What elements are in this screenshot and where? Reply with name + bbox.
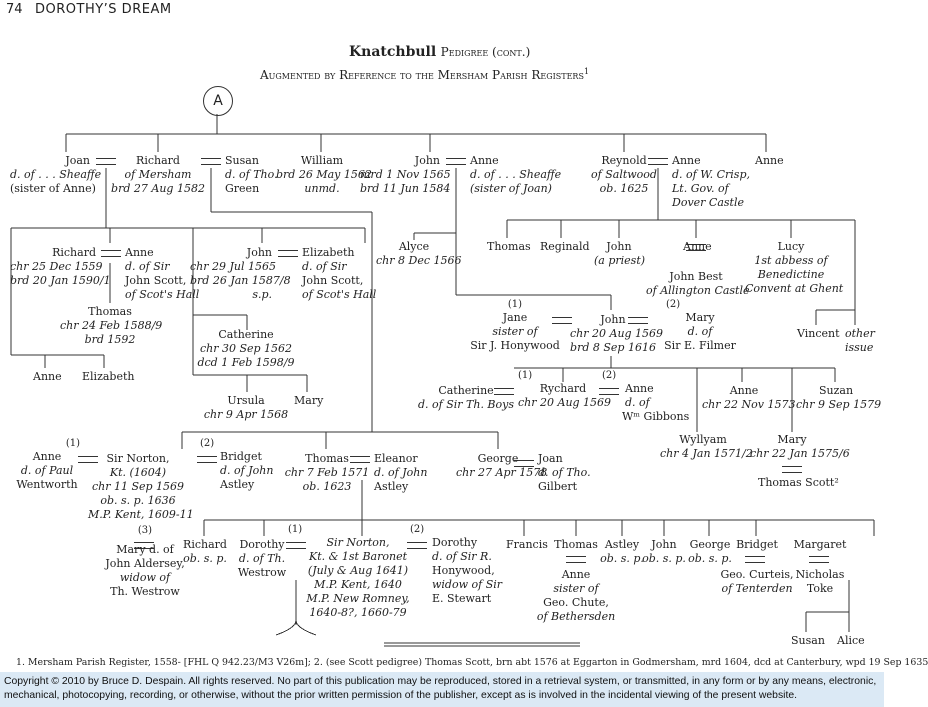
person-anne-gen1: Anne	[755, 154, 784, 167]
marriage-sign	[101, 250, 121, 257]
person-john-priest: John(a priest)	[594, 240, 646, 267]
marriage-sign	[446, 158, 466, 165]
person-anne-gen3: Anne	[33, 370, 62, 383]
marriage-sign	[286, 542, 306, 549]
marriage-sign	[514, 460, 534, 467]
person-reginald: Reginald	[540, 240, 590, 253]
person-thomas-scott: Thomas Scott²	[758, 476, 839, 489]
marriage-sign	[782, 466, 802, 473]
pedigree-anchor-circle: A	[203, 86, 233, 116]
person-vincent: Vincent	[797, 327, 840, 340]
marriage-sign	[201, 158, 221, 165]
page-subtitle: Augmented by Reference to the Mersham Pa…	[260, 67, 590, 82]
marriage-sign	[809, 556, 829, 563]
marriage-sign	[552, 317, 572, 324]
marriage-sign	[648, 158, 668, 165]
person-elizabeth-gen3: Elizabeth	[82, 370, 135, 383]
footnote-ref: 1	[583, 67, 590, 76]
marriage-sign	[628, 317, 648, 324]
marriage-sign	[78, 456, 98, 463]
person-thomas-reynold-son: Thomas	[487, 240, 531, 253]
marriage-sign	[96, 158, 116, 165]
running-head: DOROTHY’S DREAM	[35, 2, 172, 17]
title-rest: Pedigree (cont.)	[440, 45, 531, 59]
person-sir-norton-baronet: (1)Sir Norton,Kt. & 1st Baronet(July & A…	[288, 524, 410, 619]
marriage-sign	[278, 250, 298, 257]
pedigree-lines	[10, 114, 875, 647]
marriage-sign	[494, 388, 514, 395]
marriage-sign	[197, 456, 217, 463]
marriage-sign	[566, 556, 586, 563]
marriage-sign	[745, 556, 765, 563]
copyright-text: Copyright © 2010 by Bruce D. Despain. Al…	[4, 676, 877, 701]
page-number: 74	[6, 2, 23, 17]
marriage-sign	[134, 542, 154, 549]
person-mary-gen2: Mary	[294, 394, 324, 407]
family-name: Knatchbull	[349, 44, 437, 60]
person-susan-gen5: Susan	[791, 634, 825, 647]
marriage-sign	[599, 388, 619, 395]
person-francis: Francis	[506, 538, 548, 551]
marriage-sign	[407, 542, 427, 549]
person-anne-reynold-dau: Anne	[683, 240, 712, 253]
marriage-sign	[350, 456, 370, 463]
person-alice-gen5: Alice	[837, 634, 865, 647]
copyright-bar: Copyright © 2010 by Bruce D. Despain. Al…	[0, 672, 884, 707]
footnote: 1. Mersham Parish Register, 1558- [FHL Q…	[16, 657, 928, 668]
page-title: Knatchbull Pedigree (cont.)	[349, 45, 530, 59]
marriage-sign	[686, 244, 706, 251]
